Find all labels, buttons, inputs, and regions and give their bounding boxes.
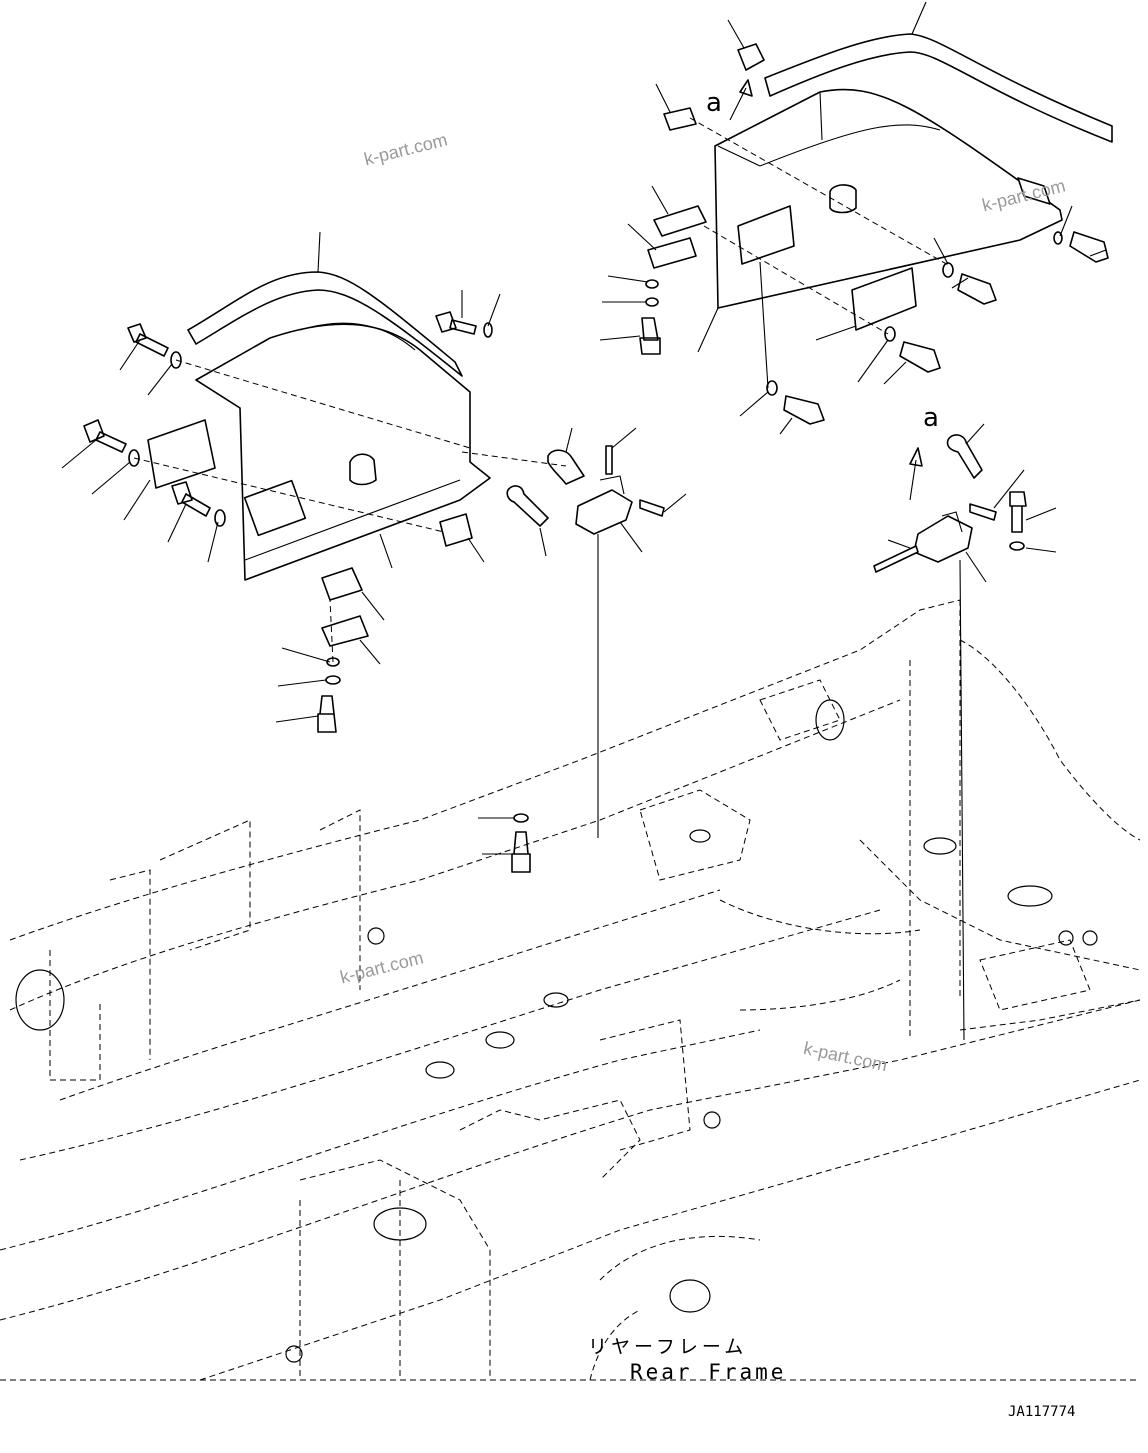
center-latch-assembly [461,427,687,838]
left-washer-7 [513,813,529,823]
right-cover-assembly [599,1,1113,435]
right-handrail [764,33,1113,143]
right-latch-bolt [1009,491,1027,533]
right-top-bracket [737,43,765,71]
right-bolt-4 [783,395,825,425]
right-inspection-panel-2 [851,267,917,331]
right-latch-detail [873,423,1057,1041]
right-bolt-5 [639,317,661,355]
center-clip [639,499,665,517]
left-washer-4 [483,322,493,338]
right-hinge [653,205,707,237]
right-latch-pin [873,545,919,573]
left-bolt-1 [127,323,169,357]
left-bolt-4 [435,311,477,335]
center-catch [547,449,585,485]
right-bolt-1 [1069,231,1109,263]
left-inspection-panel [243,479,307,537]
right-inspection-panel-1 [737,205,795,265]
left-bolt-3 [171,481,211,517]
left-side-plate [147,419,216,489]
center-latch-handle [506,485,549,527]
left-hinge-2 [439,513,473,547]
left-bolt-6 [511,831,531,873]
right-latch-clip [969,503,997,521]
center-pin [605,445,613,475]
right-bolt-2 [957,273,997,305]
right-washer-5 [645,297,659,307]
right-washer-3 [884,326,896,342]
right-washer-2 [942,262,954,278]
right-cylinder [829,184,857,214]
right-bolt-3 [899,341,941,373]
left-hinge-1 [321,567,363,601]
frame-label-japanese: リヤーフレーム [588,1336,748,1358]
left-cover-handle [349,453,377,486]
right-latch-handle [946,434,983,479]
drawing-code: JA117774 [1008,1404,1076,1420]
right-washer-6 [645,279,659,289]
left-handrail [187,271,463,377]
reference-mark-a-top: a [706,88,722,118]
left-cover-assembly [61,231,531,873]
right-latch-washer [1009,541,1025,551]
rear-frame [0,599,1141,1381]
left-hinge-plate [321,615,369,647]
right-small-bracket [663,107,697,131]
left-bolt-5 [317,695,337,733]
left-washer-5 [325,675,341,685]
left-leader-lines [61,231,514,855]
right-washer-4 [766,380,778,396]
right-latch-bracket [913,515,973,563]
left-washer-3 [214,509,226,527]
frame-holes [15,699,1098,1363]
reference-mark-a-detail: a [923,403,939,433]
left-bolt-2 [83,419,127,453]
center-latch-bracket [575,489,633,535]
frame-label-english: Rear Frame [630,1360,787,1384]
right-cover-plate [714,88,1063,309]
right-hinge-plate [647,237,697,269]
right-clip [1017,177,1051,205]
